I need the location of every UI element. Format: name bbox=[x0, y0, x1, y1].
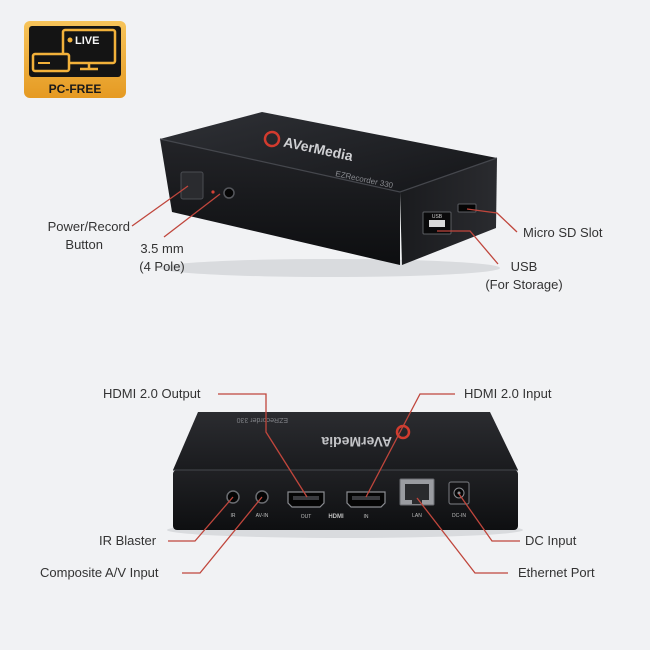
callout-line-dc bbox=[458, 493, 520, 542]
label-dc-input: DC Input bbox=[525, 533, 577, 548]
label-power-record: Power/Record Button bbox=[47, 219, 130, 252]
hdmi-logo-text: HDMI bbox=[328, 514, 344, 520]
device-back-model: EZRecorder 330 bbox=[237, 416, 288, 423]
label-ethernet-port: Ethernet Port bbox=[518, 565, 595, 580]
device-top-face bbox=[160, 112, 497, 192]
device-back-top-face bbox=[173, 412, 518, 470]
badge-pc-free-text: PC-FREE bbox=[49, 82, 102, 96]
label-hdmi-output: HDMI 2.0 Output bbox=[103, 386, 201, 401]
brand-logo-icon bbox=[263, 130, 281, 148]
device-back-view: AVerMedia EZRecorder 330 IR AV-IN OUT bbox=[167, 412, 523, 538]
device-top-view: AVerMedia EZRecorder 330 USB bbox=[159, 112, 500, 277]
dc-in-port bbox=[448, 481, 470, 505]
label-audio-jack: 3.5 mm (4 Pole) bbox=[139, 241, 185, 274]
label-usb: USB (For Storage) bbox=[485, 259, 563, 292]
av-in-port-text: AV-IN bbox=[256, 513, 269, 519]
device-edge bbox=[159, 138, 498, 193]
callout-line-usb bbox=[437, 230, 499, 265]
live-dot-icon bbox=[67, 37, 73, 43]
svg-text:EZRecorder 330: EZRecorder 330 bbox=[237, 416, 288, 423]
callout-line-microsd bbox=[466, 208, 518, 233]
usb-port-side: USB bbox=[422, 211, 452, 235]
hdmi-in-text: IN bbox=[364, 514, 369, 520]
power-record-button bbox=[180, 171, 204, 200]
device-shadow bbox=[160, 259, 500, 277]
label-composite-av: Composite A/V Input bbox=[40, 565, 159, 580]
label-hdmi-input: HDMI 2.0 Input bbox=[464, 386, 552, 401]
callout-line-ir bbox=[168, 496, 234, 542]
device-back-brand: AVerMedia bbox=[321, 434, 392, 450]
svg-text:AVerMedia: AVerMedia bbox=[321, 434, 392, 450]
pc-free-badge: LIVE PC-FREE bbox=[24, 21, 126, 98]
callout-line-ethernet bbox=[416, 497, 508, 574]
label-micro-sd: Micro SD Slot bbox=[523, 225, 603, 240]
dc-in-port-text: DC-IN bbox=[452, 513, 466, 519]
callout-line-power bbox=[131, 185, 189, 227]
callout-lines bbox=[131, 185, 520, 574]
tv-icon bbox=[61, 28, 117, 71]
usb-port-text: USB bbox=[432, 214, 443, 220]
callout-line-composite bbox=[182, 496, 263, 574]
lan-port bbox=[399, 478, 435, 506]
callout-line-hdmi-out bbox=[218, 393, 308, 498]
audio-jack-3-5mm bbox=[223, 187, 235, 199]
recorder-icon bbox=[31, 52, 71, 73]
micro-sd-slot bbox=[457, 203, 477, 213]
record-led-icon bbox=[211, 190, 215, 194]
label-ir-blaster: IR Blaster bbox=[99, 533, 157, 548]
callout-line-audio bbox=[163, 193, 221, 238]
hdmi-out-text: OUT bbox=[301, 514, 312, 520]
callout-line-hdmi-in bbox=[365, 393, 455, 498]
lan-port-text: LAN bbox=[412, 513, 422, 519]
hdmi-in-port bbox=[346, 491, 386, 508]
device-front-face bbox=[160, 139, 400, 265]
badge-live-text: LIVE bbox=[75, 35, 99, 47]
ir-port-text: IR bbox=[231, 513, 236, 519]
hdmi-out-port bbox=[287, 491, 325, 508]
